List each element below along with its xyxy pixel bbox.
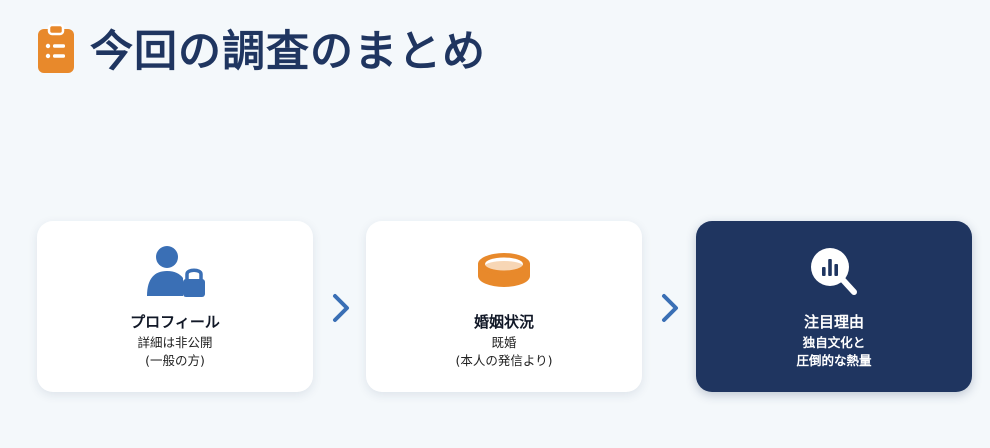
card-title: 婚姻状況 [473,313,534,331]
page-title: 今回の調査のまとめ [90,27,486,77]
chevron-right-icon [333,294,349,322]
card-desc-line: (一般の方) [145,353,205,368]
ring-icon [472,243,536,299]
card-description: 独自文化と 圧倒的な熱量 [696,334,972,370]
card-desc-line: (本人の発信より) [455,353,553,368]
card-desc-line: 既婚 [491,335,517,350]
card-attention-reason: 注目理由 独自文化と 圧倒的な熱量 [696,221,972,392]
card-marital-status: 婚姻状況 既婚 (本人の発信より) [366,221,642,392]
search-chart-icon [802,243,866,299]
card-desc-line: 圧倒的な熱量 [796,353,872,368]
chevron-right-icon [662,294,678,322]
card-title: プロフィール [130,313,220,331]
card-description: 既婚 (本人の発信より) [366,334,642,370]
clipboard-list-icon [38,23,74,73]
card-description: 詳細は非公開 (一般の方) [37,334,313,370]
card-title: 注目理由 [803,313,864,331]
card-profile: プロフィール 詳細は非公開 (一般の方) [37,221,313,392]
page-header: 今回の調査のまとめ [38,18,486,78]
card-desc-line: 独自文化と [802,335,866,350]
card-desc-line: 詳細は非公開 [137,335,213,350]
user-lock-icon [143,243,207,299]
